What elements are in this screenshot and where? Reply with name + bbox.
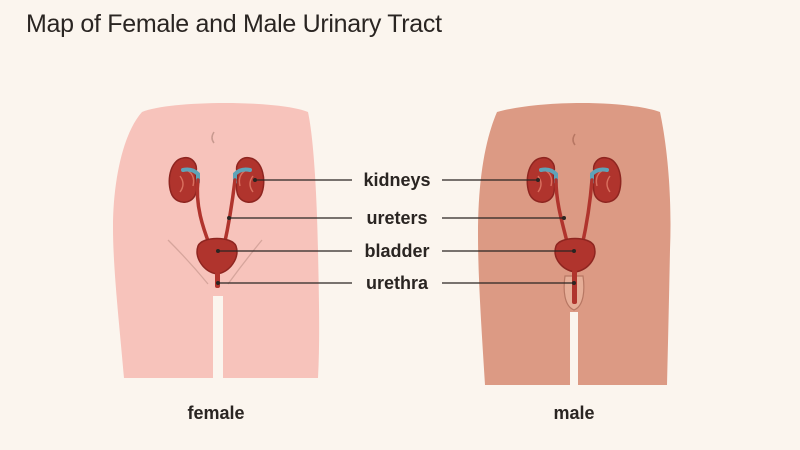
caption-female: female [187, 403, 244, 423]
male-bladder [554, 237, 596, 273]
male-right-kidney [590, 156, 622, 203]
female-urethra [215, 272, 220, 288]
label-bladder: bladder [364, 241, 429, 261]
male-figure [478, 103, 671, 385]
leader-lines [218, 179, 574, 284]
leader-dots [216, 178, 576, 285]
female-figure [113, 103, 320, 378]
male-navel [572, 133, 576, 146]
male-urethra [572, 270, 577, 304]
male-left-kidney [526, 156, 558, 203]
female-groin-lines [167, 239, 263, 285]
female-left-kidney [168, 156, 200, 203]
female-bladder [196, 237, 238, 275]
caption-male: male [553, 403, 594, 423]
label-ureters: ureters [366, 208, 427, 228]
female-navel [211, 131, 215, 144]
female-right-kidney [233, 156, 265, 203]
label-urethra: urethra [366, 273, 429, 293]
label-kidneys: kidneys [363, 170, 430, 190]
diagram-title: Map of Female and Male Urinary Tract [26, 10, 442, 38]
